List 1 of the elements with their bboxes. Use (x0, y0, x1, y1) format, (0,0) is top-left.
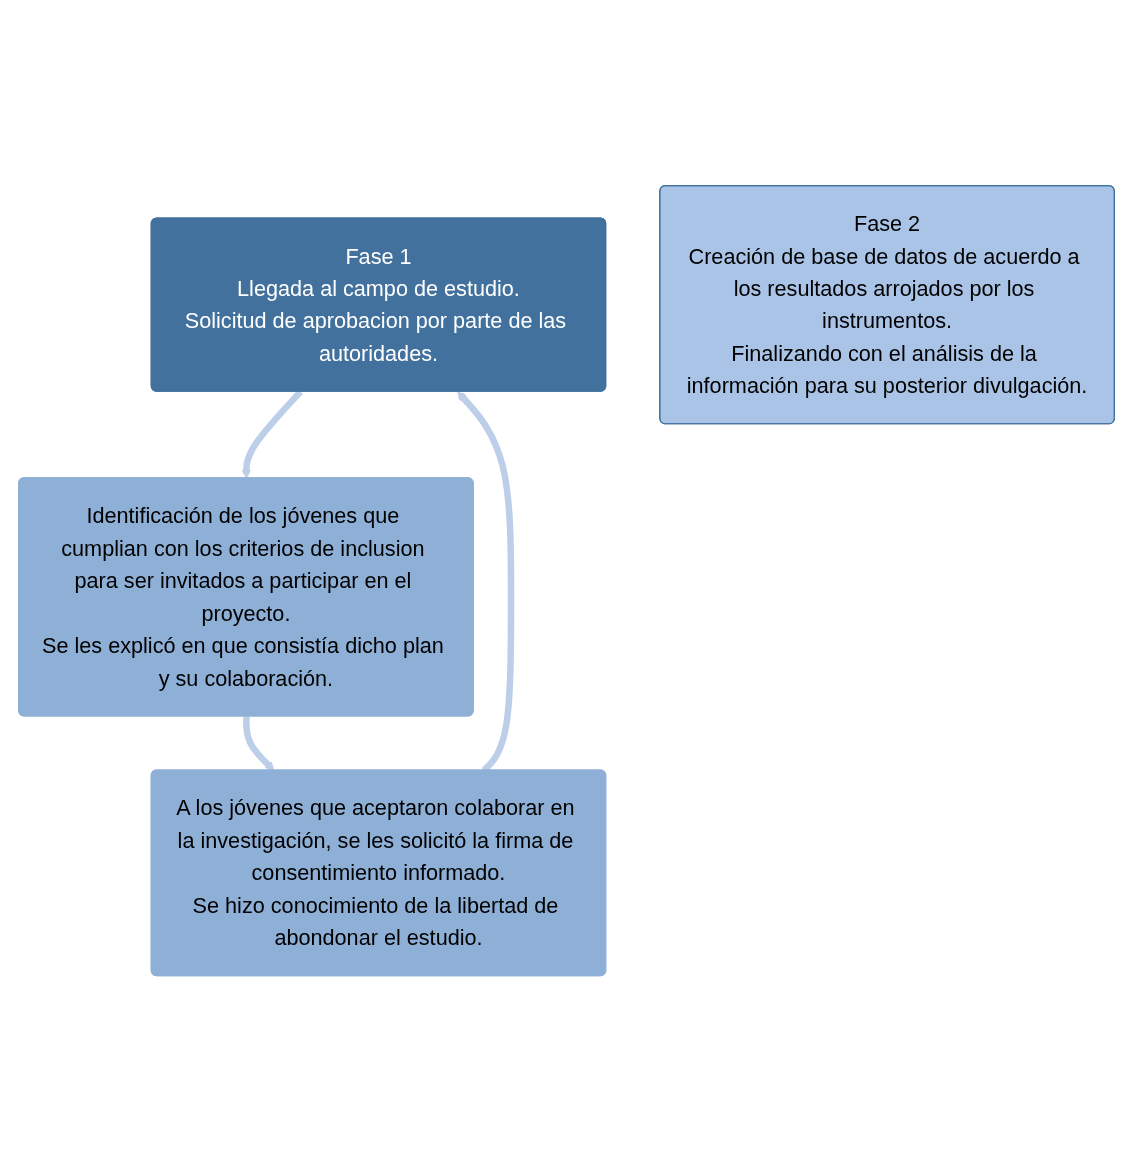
arrow (243, 716, 275, 771)
